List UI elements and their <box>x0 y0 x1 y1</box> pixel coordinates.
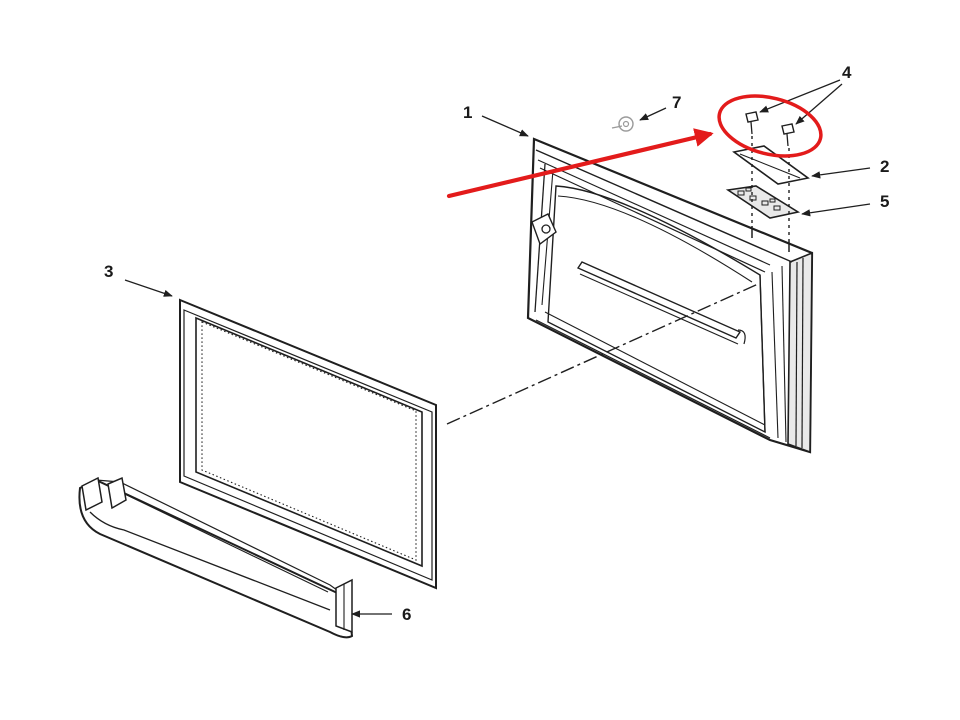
hinge-plate <box>725 185 801 219</box>
callout-4: 4 <box>842 63 852 82</box>
callout-6: 6 <box>402 605 411 624</box>
hinge-cover <box>732 145 810 185</box>
door-gasket <box>179 298 437 590</box>
door-panel <box>526 137 814 454</box>
callout-7: 7 <box>672 93 681 112</box>
highlight-annotation <box>446 94 823 199</box>
callout-1: 1 <box>463 103 472 122</box>
screw-right <box>781 123 795 147</box>
callout-2: 2 <box>880 157 889 176</box>
hinge-pin <box>611 116 634 132</box>
highlight-circle <box>717 94 823 158</box>
door-bin <box>78 476 354 639</box>
callout-5: 5 <box>880 192 889 211</box>
screw-left <box>745 111 759 135</box>
callout-3: 3 <box>104 262 113 281</box>
highlight-arrow <box>446 128 714 199</box>
callout-leaders <box>124 79 871 618</box>
screw-stems <box>751 226 790 252</box>
